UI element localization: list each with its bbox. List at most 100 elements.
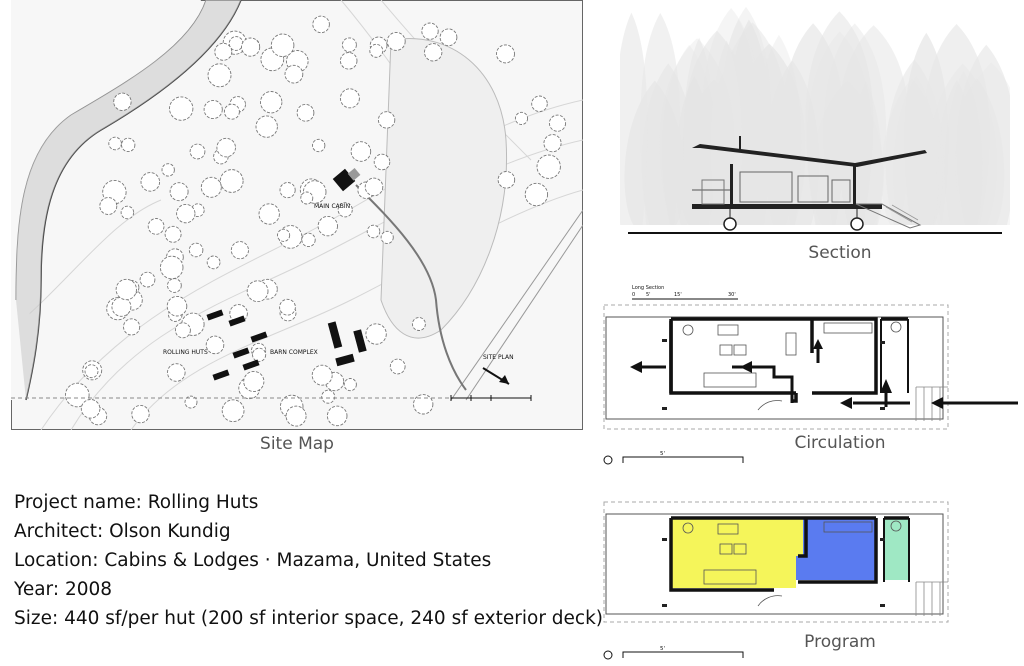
tree-canopy [296, 103, 315, 122]
tree-canopy [176, 203, 196, 224]
program-scale-label: 5' [660, 646, 665, 652]
tree-canopy [108, 136, 122, 151]
tree-canopy [221, 399, 245, 423]
tree-canopy [111, 296, 132, 317]
rolling-huts-cluster [206, 309, 268, 381]
tree-canopy [166, 295, 188, 317]
tree-canopy [364, 177, 384, 197]
tree-canopy [147, 218, 165, 235]
site-map-caption: Site Map [260, 434, 334, 454]
barn-complex-cluster [327, 321, 367, 367]
wheel-icon [723, 217, 737, 231]
rolling-huts-label: ROLLING HUTS [163, 349, 208, 356]
tree-canopy [223, 103, 240, 120]
arrow-head-icon [630, 361, 642, 373]
background-tree [683, 37, 716, 226]
tree-canopy [243, 370, 265, 393]
program-panel: 5' [598, 498, 1018, 662]
svg-text:30': 30' [728, 292, 736, 298]
tree-canopy [524, 182, 549, 207]
tree-canopy [312, 15, 330, 34]
tree-canopy [184, 395, 198, 409]
section-drawing [615, 6, 1024, 234]
tree-canopy [439, 28, 458, 47]
tree-canopy [284, 64, 304, 84]
tree-canopy [207, 63, 232, 88]
tree-canopy [536, 154, 561, 179]
circulation-drawing: Long Section 0 5' 15' 30' [603, 285, 1018, 465]
tree-canopy [120, 205, 135, 220]
tree-canopy [203, 99, 223, 120]
tree-canopy [139, 271, 156, 288]
tree-canopy [337, 202, 353, 218]
tree-canopy [300, 191, 314, 205]
tree-canopy [164, 225, 182, 243]
tree-canopy [311, 364, 333, 386]
site-map-drawing: MAIN CABIN ROLLING HUTS BARN COMPLEX SIT… [10, 0, 584, 431]
tree-canopy [174, 322, 191, 339]
background-tree [805, 11, 874, 226]
tree-canopy [161, 163, 175, 177]
tree-canopy [159, 255, 184, 280]
section-panel [615, 0, 1024, 240]
tree-canopy [497, 171, 516, 189]
arrow-head-icon [931, 397, 943, 409]
tree-canopy [326, 405, 348, 427]
tree-canopy [241, 37, 261, 57]
svg-text:15': 15' [674, 292, 682, 298]
tree-canopy [366, 224, 381, 239]
arrow-head-icon [840, 397, 852, 409]
north-icon [603, 650, 613, 660]
circulation-path [638, 347, 1018, 407]
tree-canopy [169, 96, 194, 121]
living-zone [671, 518, 803, 588]
site-map-panel: MAIN CABIN ROLLING HUTS BARN COMPLEX SIT… [10, 0, 584, 431]
tree-canopy [411, 317, 426, 331]
tree-canopy [99, 197, 118, 215]
tree-canopy [246, 280, 269, 303]
barn-complex-label: BARN COMPLEX [270, 349, 318, 356]
tree-canopy [369, 43, 384, 58]
tree-canopy [343, 378, 357, 392]
tree-canopy [167, 363, 186, 382]
tree-canopy [389, 358, 406, 375]
tree-canopy [321, 389, 336, 404]
tree-canopy [206, 255, 221, 270]
tree-canopy [339, 52, 358, 70]
tree-canopy [543, 134, 562, 153]
long-section-scale: 0 5' 15' 30' [632, 292, 738, 300]
north-arrow-icon [482, 367, 510, 385]
tree-canopy [421, 22, 439, 40]
tree-canopy [285, 405, 307, 427]
background-tree [640, 13, 681, 226]
arrow-head-icon [880, 379, 892, 393]
tree-canopy [131, 404, 150, 424]
project-size: Size: 440 sf/per hut (200 sf interior sp… [14, 608, 604, 629]
tree-canopy [84, 364, 99, 379]
tree-canopy [258, 203, 280, 225]
bath-zone [884, 518, 908, 580]
svg-text:0: 0 [632, 292, 635, 298]
tree-canopy [189, 143, 206, 160]
tree-canopy [219, 169, 244, 193]
tree-canopy [279, 182, 296, 199]
arrow-head-icon [813, 339, 823, 349]
circulation-panel: Long Section 0 5' 15' 30' [598, 283, 1018, 468]
tree-canopy [317, 215, 338, 237]
tree-canopy [169, 182, 189, 202]
tree-canopy [167, 278, 182, 293]
tree-canopy [255, 115, 278, 138]
site-scale-bar [450, 395, 532, 401]
tree-canopy [65, 382, 90, 408]
long-section-label: Long Section [632, 285, 664, 291]
program-drawing: 5' [603, 501, 949, 660]
background-tree [659, 38, 735, 226]
tree-canopy [270, 33, 295, 58]
tree-canopy [188, 242, 204, 258]
tree-canopy [496, 44, 515, 64]
background-tree [936, 79, 978, 226]
arrow-head-icon [740, 361, 752, 373]
tree-canopy [252, 347, 267, 362]
background-tree [615, 12, 648, 226]
tree-canopy [548, 114, 567, 132]
